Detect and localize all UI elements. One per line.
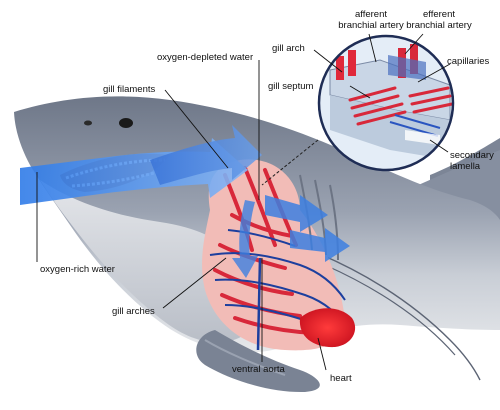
- oxygen-depleted-water-flow: [232, 195, 350, 278]
- label-gill-arch: gill arch: [272, 43, 305, 54]
- label-gill-arches: gill arches: [112, 306, 155, 317]
- secondary-line-1: secondary: [450, 150, 494, 161]
- label-capillaries: capillaries: [447, 56, 490, 67]
- label-gill-filaments: gill filaments: [103, 84, 156, 95]
- label-oxygen-depleted-water: oxygen-depleted water: [157, 52, 254, 63]
- leader-lines: [36, 33, 451, 371]
- afferent-line-2: branchial artery: [338, 20, 404, 31]
- efferent-line-2: branchial artery: [406, 20, 472, 31]
- label-efferent-branchial-artery: efferent branchial artery: [400, 9, 478, 31]
- label-gill-septum: gill septum: [268, 81, 314, 92]
- label-oxygen-rich-water: oxygen-rich water: [40, 264, 115, 275]
- label-secondary-lamella: secondary lamella: [450, 150, 494, 172]
- magnified-gill-inset: [261, 34, 455, 186]
- label-ventral-aorta: ventral aorta: [232, 364, 285, 375]
- oxygen-rich-water-flow: [20, 125, 262, 205]
- afferent-line-1: afferent: [354, 9, 388, 20]
- efferent-line-1: efferent: [422, 9, 456, 20]
- secondary-line-2: lamella: [450, 161, 481, 172]
- label-afferent-branchial-artery: afferent branchial artery: [332, 9, 410, 31]
- label-heart: heart: [330, 373, 352, 384]
